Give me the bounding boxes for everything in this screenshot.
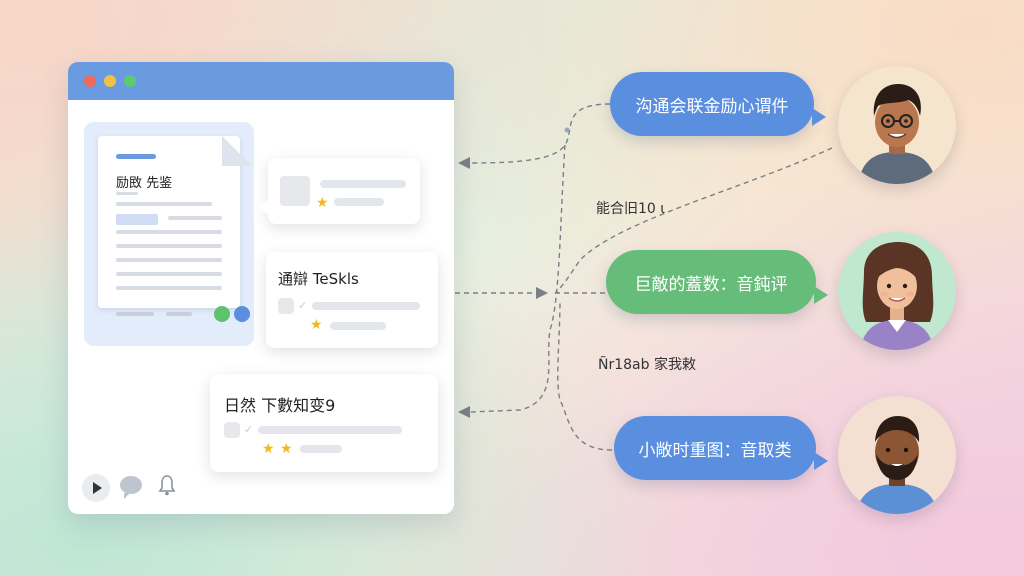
thumbnail-placeholder — [280, 176, 310, 206]
checkbox[interactable] — [224, 422, 240, 438]
text-bar — [258, 426, 402, 434]
speech-bubble-2[interactable]: 巨敵的蓋数：音鈍评 — [606, 250, 828, 314]
man-glasses-avatar[interactable] — [838, 66, 956, 184]
speech-bubble-1[interactable]: 沟通会联金励心谓件 — [610, 72, 826, 136]
sprig-icon: ✓ — [298, 299, 308, 312]
text-line — [116, 202, 212, 206]
highlighted-text — [116, 214, 158, 225]
text-bar — [300, 445, 342, 453]
text-line — [168, 216, 222, 220]
text-bar — [312, 302, 420, 310]
minimize-window-button[interactable] — [104, 75, 116, 87]
star-icon: ★ — [316, 195, 329, 211]
knowledge-card-title: 日然 下數知变9 — [224, 396, 336, 415]
document-title: 励敃 先鉴 — [116, 176, 173, 191]
footer-line — [166, 312, 192, 316]
app-window: 励敃 先鉴 ★ 通辯 TeSkls ✓ ★ 日然 下數知变9 — [68, 62, 454, 514]
maximize-window-button[interactable] — [124, 75, 136, 87]
knowledge-card[interactable]: 日然 下數知变9 ✓ ★ ★ — [210, 374, 438, 472]
tasks-card-title: 通辯 TeSkls — [278, 270, 359, 288]
chat-icon[interactable] — [120, 476, 142, 499]
task-card[interactable]: ★ — [259, 158, 420, 224]
sprig-icon: ✓ — [244, 423, 254, 436]
woman-avatar[interactable] — [838, 232, 956, 350]
connector-label-bottom: Ñr18ab 家我敕 — [598, 357, 696, 373]
tasks-card[interactable]: 通辯 TeSkls ✓ ★ — [266, 252, 438, 348]
checkbox[interactable] — [278, 298, 294, 314]
text-bar — [330, 322, 386, 330]
star-icon: ★ — [280, 441, 293, 457]
text-line — [116, 258, 222, 262]
page-fold-icon — [222, 136, 252, 166]
footer-line — [116, 312, 154, 316]
text-bar — [320, 180, 406, 188]
title-bar — [68, 62, 454, 100]
text-line — [116, 272, 222, 276]
document-accent-bar — [116, 154, 156, 159]
document-page: 励敃 先鉴 — [98, 136, 252, 308]
text-line — [116, 244, 222, 248]
text-line — [116, 286, 222, 290]
status-dot-green[interactable] — [214, 306, 230, 322]
close-window-button[interactable] — [84, 75, 96, 87]
text-line — [168, 230, 222, 234]
text-line — [116, 192, 138, 195]
bell-icon[interactable] — [158, 474, 176, 496]
text-line — [116, 230, 170, 234]
document-panel[interactable]: 励敃 先鉴 — [84, 122, 254, 346]
text-bar — [334, 198, 384, 206]
speech-bubble-3[interactable]: 小敞时重图：音取类 — [614, 416, 828, 480]
star-icon: ★ — [310, 317, 323, 333]
play-button[interactable] — [82, 474, 110, 502]
star-icon: ★ — [262, 441, 275, 457]
bearded-man-avatar[interactable] — [838, 396, 956, 514]
status-dot-blue[interactable] — [234, 306, 250, 322]
connector-label-top: 能合旧10 ι — [596, 201, 666, 217]
